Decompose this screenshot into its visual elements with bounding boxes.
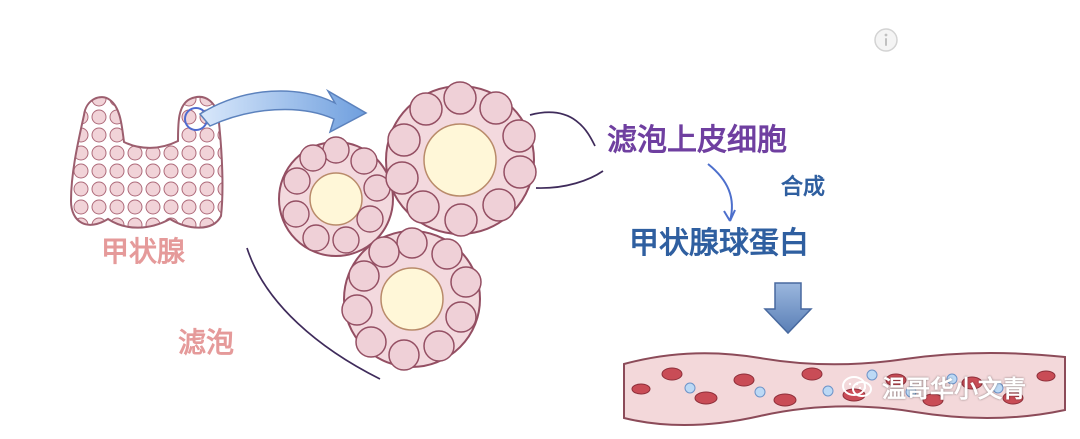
thyroglobulin-label: 甲状腺球蛋白 bbox=[629, 229, 809, 259]
follicle-top bbox=[386, 82, 536, 236]
watermark: 温哥华小文青 bbox=[840, 369, 1026, 404]
synthesis-arrow-head bbox=[724, 210, 735, 221]
thyroid-label: 甲状腺 bbox=[101, 238, 185, 266]
synthesis-label: 合成 bbox=[781, 177, 825, 199]
info-icon[interactable] bbox=[873, 27, 899, 53]
follicular-cell-label: 滤泡上皮细胞 bbox=[607, 126, 787, 156]
cell-pointer-line-top bbox=[530, 112, 595, 146]
synthesis-arrow bbox=[708, 164, 732, 221]
down-arrow bbox=[765, 283, 811, 333]
follicle-label: 滤泡 bbox=[178, 329, 234, 357]
watermark-text: 温哥华小文青 bbox=[882, 369, 1026, 404]
follicle-left bbox=[279, 137, 393, 256]
wechat-icon bbox=[840, 373, 874, 401]
cell-pointer-line-bottom bbox=[536, 171, 603, 188]
curved-arrow bbox=[200, 91, 366, 132]
thyroid-gland bbox=[71, 97, 222, 228]
